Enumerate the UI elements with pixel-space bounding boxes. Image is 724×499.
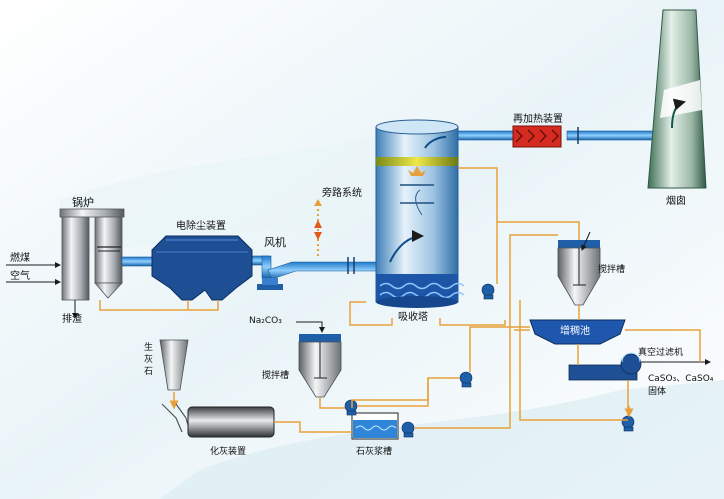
na2co3-label: Na₂CO₃	[249, 316, 282, 326]
svg-text:灰: 灰	[144, 353, 153, 365]
fan[interactable]	[257, 278, 283, 290]
thickener-label: 增稠池	[560, 324, 590, 337]
pump-thickener-return[interactable]	[459, 371, 473, 388]
flue-gas-pipe	[121, 130, 660, 280]
electrostatic-precipitator[interactable]	[151, 235, 253, 301]
air-label: 空气	[10, 269, 30, 282]
vacuum-filter-label: 真空过滤机	[638, 346, 683, 358]
damper-marks	[347, 127, 579, 274]
slag-label: 排渣	[62, 312, 82, 325]
chimney-label: 烟囱	[666, 194, 686, 207]
absorber-label: 吸收塔	[398, 310, 428, 323]
reheater-label: 再加热装置	[513, 112, 563, 125]
left-agitator-label: 搅拌槽	[262, 369, 289, 381]
slurry-lines	[274, 167, 701, 433]
pump-left-agitator[interactable]	[344, 399, 358, 416]
ash-return-line	[99, 300, 219, 311]
pump-lime-slurry[interactable]	[401, 421, 415, 438]
vacuum-filter[interactable]	[568, 352, 642, 381]
lime-slaker[interactable]	[187, 406, 275, 438]
byproduct-state: 固体	[648, 385, 666, 397]
pumps	[344, 283, 635, 438]
reheater[interactable]	[512, 125, 562, 148]
esp-label: 电除尘装置	[176, 219, 226, 232]
byproduct-formula: CaSO₃、CaSO₄	[648, 374, 714, 384]
thickener[interactable]	[529, 319, 626, 345]
right-agitator-label: 搅拌槽	[598, 263, 625, 275]
absorber-tower[interactable]	[375, 119, 465, 308]
svg-text:石: 石	[144, 367, 153, 377]
coal-label: 燃煤	[10, 251, 30, 264]
right-agitator-tank[interactable]	[557, 240, 601, 306]
left-agitator-tank[interactable]	[298, 334, 342, 398]
lime-slurry-tank[interactable]	[351, 412, 399, 440]
pump-absorber[interactable]	[481, 283, 495, 300]
boiler-label: 锅炉	[72, 196, 94, 209]
fan-label: 风机	[264, 235, 286, 249]
bypass-label: 旁路系统	[322, 186, 362, 199]
limestone-hopper[interactable]	[159, 339, 189, 391]
lime-slurry-tank-label: 石灰浆槽	[356, 445, 392, 457]
pump-filter[interactable]	[621, 415, 635, 432]
limestone-label-1: 生	[144, 341, 153, 353]
lime-device-label: 化灰装置	[210, 445, 246, 457]
boiler[interactable]	[59, 208, 125, 301]
